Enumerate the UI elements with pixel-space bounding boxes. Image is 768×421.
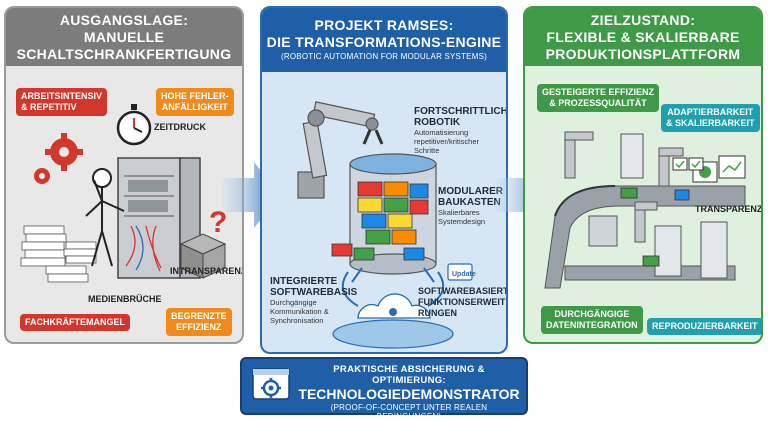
limited-efficiency-tag: BEGRENZTE EFFIZIENZ [166, 308, 232, 336]
target-state-title-1: ZIELZUSTAND: [590, 11, 696, 28]
limited-efficiency-line-2: EFFIZIENZ [176, 322, 222, 332]
manual-work-illustration: ? [20, 104, 227, 283]
engine-title-2: DIE TRANSFORMATIONS-ENGINE [266, 34, 502, 50]
gear-icon [45, 133, 83, 171]
software-base-desc-1: Durchgängige [270, 298, 317, 307]
adaptability-line-1: ADAPTIERBARKEIT [667, 107, 754, 117]
software-extension-block: SOFTWAREBASIERTE FUNKTIONSERWEITE- RUNGE… [418, 286, 508, 319]
current-state-title-2: MANUELLE [83, 28, 165, 45]
target-state-header: ZIELZUSTAND: FLEXIBLE & SKALIERBARE PROD… [525, 8, 761, 66]
transparency-label: TRANSPARENZ [695, 204, 763, 214]
robot-arm-icon [297, 101, 384, 199]
limited-efficiency-line-1: BEGRENZTE [171, 311, 227, 321]
current-state-header: AUSGANGSLAGE: MANUELLE SCHALTSCHRANKFERT… [6, 8, 242, 66]
current-state-title-3: SCHALTSCHRANKFERTIGUNG [16, 45, 232, 62]
modular-kit-desc-1: Skalierbares [438, 208, 480, 217]
time-pressure-label: ZEITDRUCK [154, 122, 206, 132]
modular-blocks-icon [331, 181, 429, 261]
software-base-desc-3: Synchronisation [270, 316, 324, 325]
modular-kit-title-1: MODULARER [438, 186, 503, 197]
demonstrator-banner: PRAKTISCHE ABSICHERUNG & OPTIMIERUNG: TE… [240, 357, 528, 421]
demonstrator-text: PRAKTISCHE ABSICHERUNG & OPTIMIERUNG: TE… [298, 364, 520, 421]
software-base-block: INTEGRIERTE SOFTWAREBASIS Durchgängige K… [270, 276, 357, 325]
current-state-title-1: AUSGANGSLAGE: [59, 11, 189, 28]
robotics-block: FORTSCHRITTLICHE ROBOTIK Automatisierung… [414, 106, 508, 155]
data-integration-line-2: DATENINTEGRATION [546, 320, 638, 330]
engine-panel: PROJEKT RAMSES: DIE TRANSFORMATIONS-ENGI… [260, 6, 508, 354]
engine-header: PROJEKT RAMSES: DIE TRANSFORMATIONS-ENGI… [262, 8, 506, 72]
error-prone-line-1: HOHE FEHLER- [161, 91, 229, 101]
worker-figure-icon [85, 168, 125, 267]
software-base-title-1: INTEGRIERTE [270, 276, 338, 287]
robotics-desc-1: Automatisierung [414, 128, 469, 137]
machine-cabinet-icon [588, 133, 728, 279]
modular-kit-block: MODULARER BAUKASTEN Skalierbares Systemd… [438, 186, 503, 226]
svg-text:?: ? [209, 206, 227, 239]
modular-kit-desc-2: Systemdesign [438, 217, 486, 226]
cloud-icon [332, 293, 454, 349]
data-integration-line-1: DURCHGÄNGIGE [554, 309, 630, 319]
engine-illustration [297, 101, 473, 349]
software-extension-title-3: RUNGEN [418, 308, 458, 318]
data-integration-tag: DURCHGÄNGIGE DATENINTEGRATION [541, 306, 643, 334]
increased-efficiency-tag: GESTEIGERTE EFFIZIENZ & PROZESSQUALITÄT [537, 84, 660, 112]
target-state-panel: ZIELZUSTAND: FLEXIBLE & SKALIERBARE PROD… [523, 6, 763, 344]
update-box-icon [447, 263, 473, 281]
software-base-desc-2: Kommunikation & [270, 307, 329, 316]
update-label: Update [452, 271, 476, 278]
demonstrator-icon [252, 368, 290, 400]
stopwatch-icon [116, 104, 152, 146]
software-extension-title-2: FUNKTIONSERWEITE- [418, 297, 508, 307]
robotics-desc-3: Schritte [414, 146, 440, 155]
demonstrator-line-1: PRAKTISCHE ABSICHERUNG & OPTIMIERUNG: [333, 364, 485, 386]
engine-title-1: PROJEKT RAMSES: [314, 17, 454, 33]
software-extension-title-1: SOFTWAREBASIERTE [418, 286, 508, 296]
demonstrator-line-2: TECHNOLOGIEDEMONSTRATOR [298, 386, 520, 402]
demonstrator-line-3: (PROOF-OF-CONCEPT UNTER REALEN BEDINGUNG… [330, 403, 488, 421]
production-platform-illustration [544, 131, 746, 289]
robotics-title-1: FORTSCHRITTLICHE [414, 106, 508, 117]
question-box-icon: ? [179, 206, 227, 279]
skill-shortage-tag: FACHKRÄFTEMANGEL [20, 314, 130, 331]
robot-arm-icon [564, 131, 684, 243]
current-state-panel: AUSGANGSLAGE: MANUELLE SCHALTSCHRANKFERT… [4, 6, 244, 344]
software-base-title-2: SOFTWAREBASIS [270, 287, 358, 298]
error-prone-line-2: ANFÄLLIGKEIT [161, 102, 228, 112]
increased-efficiency-line-2: & PROZESSQUALITÄT [549, 98, 647, 108]
paper-stack-icon [20, 225, 97, 283]
intransparency-label: INTRANSPARENZ [170, 266, 244, 276]
reproducibility-tag: REPRODUZIERBARKEIT [647, 318, 761, 335]
robotics-desc-2: repetitiver/kritischer [414, 137, 480, 146]
dashboard-icon [672, 155, 746, 183]
increased-efficiency-line-1: GESTEIGERTE EFFIZIENZ [542, 87, 655, 97]
sync-arrows-icon [341, 267, 445, 307]
adaptability-tag: ADAPTIERBARKEIT & SKALIERBARKEIT [661, 104, 760, 132]
target-state-title-2: FLEXIBLE & SKALIERBARE [546, 28, 740, 45]
error-prone-tag: HOHE FEHLER- ANFÄLLIGKEIT [156, 88, 234, 116]
labor-intensive-tag: ARBEITSINTENSIV & REPETITIV [16, 88, 108, 116]
modular-kit-title-2: BAUKASTEN [438, 197, 501, 208]
adaptability-line-2: & SKALIERBARKEIT [666, 118, 755, 128]
robotics-title-2: ROBOTIK [414, 117, 461, 128]
engine-subtitle: (ROBOTIC AUTOMATION FOR MODULAR SYSTEMS) [281, 52, 487, 61]
media-breaks-label: MEDIENBRÜCHE [88, 294, 162, 304]
labor-intensive-line-2: & REPETITIV [21, 102, 77, 112]
target-state-title-3: PRODUKTIONSPLATTFORM [545, 45, 741, 62]
labor-intensive-line-1: ARBEITSINTENSIV [21, 91, 103, 101]
